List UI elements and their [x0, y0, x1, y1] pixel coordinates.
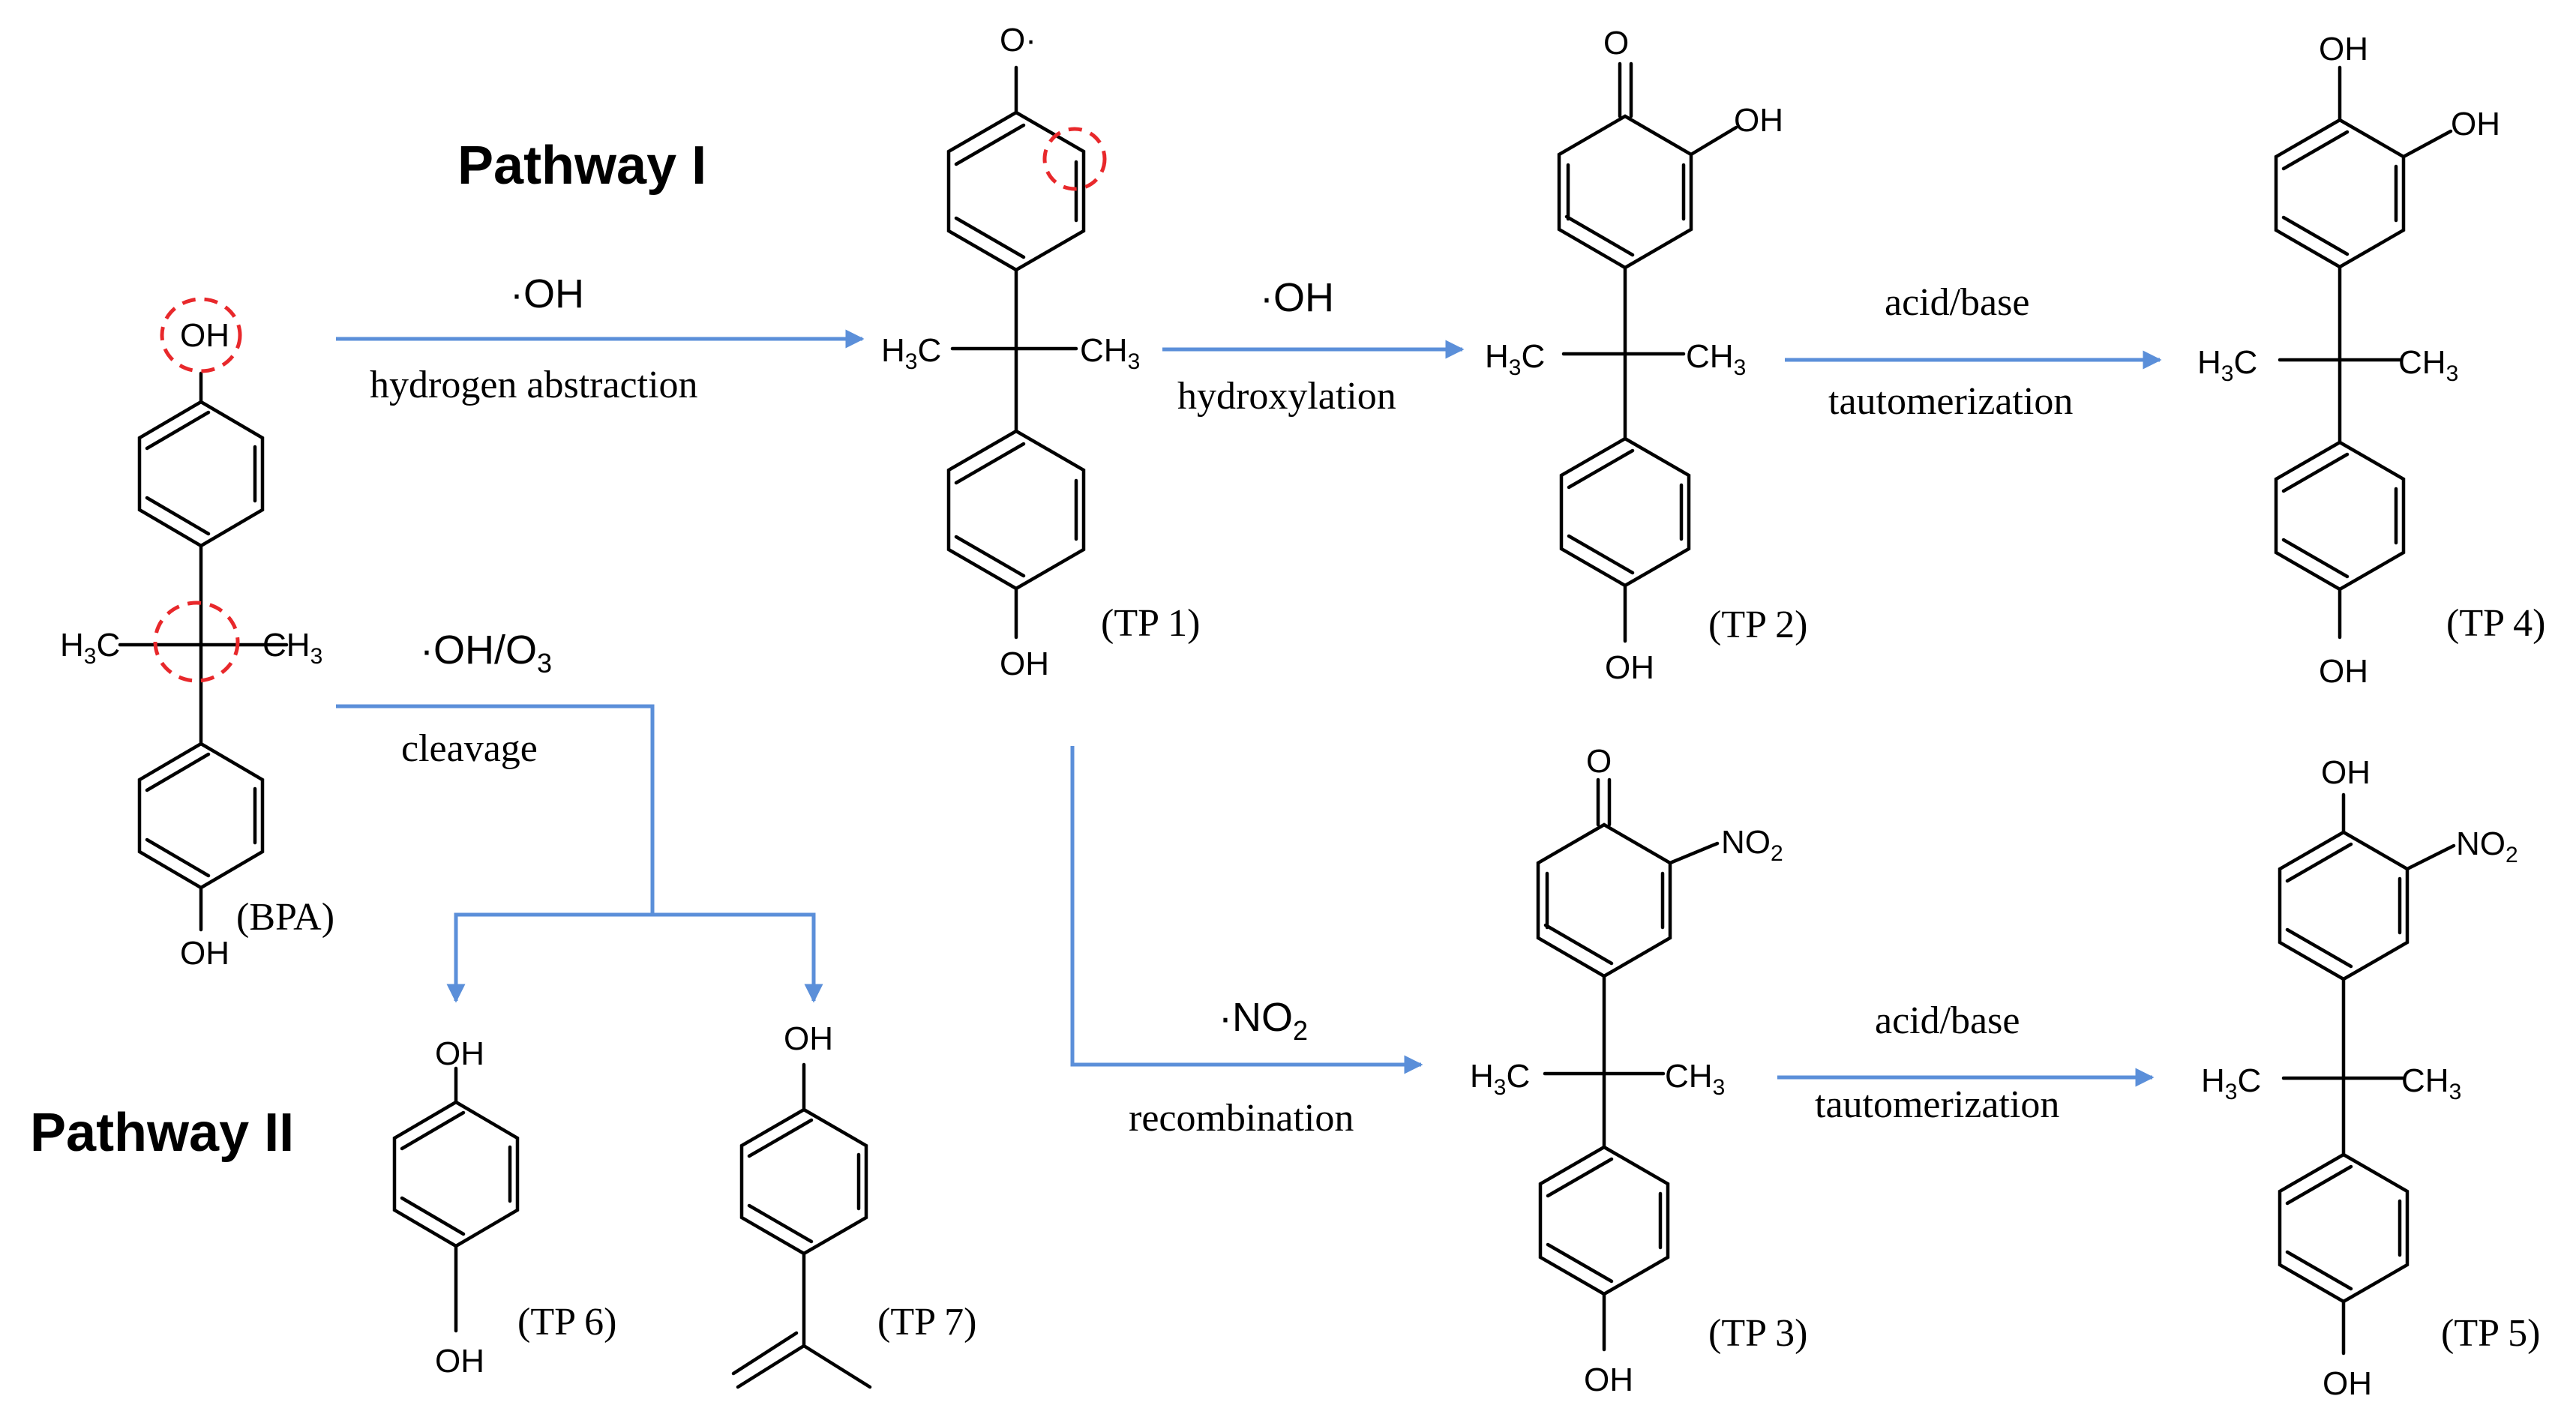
- arrow-cleavage-to-tp6: [446, 912, 652, 1003]
- tp6-top-oh: OH: [435, 1035, 484, 1072]
- r1-reagent: ·OH: [510, 271, 584, 316]
- bpa-left-methyl: H3C: [60, 627, 120, 669]
- tp2-left-methyl: H3C: [1485, 338, 1545, 380]
- arrow-cleavage-to-tp7: [652, 912, 823, 1003]
- tp1-right-methyl: CH3: [1080, 332, 1140, 374]
- pathway-i-heading: Pathway I: [457, 136, 706, 196]
- bpa-right-methyl: CH3: [262, 627, 322, 669]
- tp6-bottom-oh: OH: [435, 1343, 484, 1380]
- tp5-nitro: NO2: [2456, 825, 2518, 867]
- molecule-bpa: OH OH H3C CH3 (BPA): [60, 297, 334, 972]
- tp1-ortho-site-marker: [1042, 127, 1107, 191]
- tp5-bottom-oh: OH: [2323, 1365, 2372, 1402]
- tp1-label: (TP 1): [1101, 602, 1200, 645]
- tp2-right-methyl: CH3: [1686, 338, 1746, 380]
- molecule-tp5: OH NO2 H3C CH3 OH (TP 5): [2201, 754, 2540, 1402]
- r6-reagent: acid/base: [1875, 999, 2020, 1042]
- bpa-top-oh: OH: [180, 317, 229, 354]
- tp7-label: (TP 7): [877, 1301, 976, 1344]
- r5-reagent: ·NO2: [1219, 995, 1308, 1046]
- r6-process: tautomerization: [1815, 1083, 2059, 1126]
- tp1-bottom-oh: OH: [1000, 646, 1049, 682]
- tp1-oxy-radical: O·: [1000, 22, 1036, 58]
- molecule-tp6: OH OH (TP 6): [392, 1035, 616, 1380]
- reaction-arrows: [336, 329, 2162, 1087]
- r4-reagent: ·OH/O3: [420, 628, 552, 679]
- r3-process: tautomerization: [1828, 380, 2073, 423]
- r4-process: cleavage: [401, 727, 538, 770]
- molecule-tp2: O OH H3C CH3 OH (TP 2): [1485, 25, 1807, 686]
- tp6-label: (TP 6): [517, 1301, 616, 1344]
- r1-process: hydrogen abstraction: [370, 364, 698, 406]
- tp7-top-oh: OH: [784, 1020, 833, 1057]
- tp2-label: (TP 2): [1708, 604, 1807, 646]
- bpa-central-carbon-site-marker: [153, 601, 240, 683]
- tp3-nitro: NO2: [1721, 824, 1783, 866]
- bpa-bottom-oh: OH: [180, 935, 229, 972]
- r5-process: recombination: [1129, 1097, 1354, 1140]
- molecule-tp1: O· H3C CH3 OH (TP 1): [881, 22, 1200, 682]
- tp3-left-methyl: H3C: [1470, 1058, 1530, 1100]
- r2-reagent: ·OH: [1260, 275, 1334, 320]
- tp3-right-methyl: CH3: [1665, 1058, 1725, 1100]
- tp4-label: (TP 4): [2446, 602, 2545, 645]
- bpa-label: (BPA): [236, 896, 334, 939]
- arrow-bpa-cleavage-trunk: [336, 704, 655, 915]
- tp4-meta-oh: OH: [2451, 106, 2500, 142]
- tp5-label: (TP 5): [2441, 1312, 2540, 1355]
- tp3-bottom-oh: OH: [1584, 1362, 1633, 1398]
- molecule-tp7: OH (TP 7): [731, 1020, 976, 1389]
- tp4-bottom-oh: OH: [2319, 653, 2368, 690]
- reaction-labels: ·OH hydrogen abstraction ·OH hydroxylati…: [370, 271, 2073, 1140]
- tp5-top-oh: OH: [2321, 754, 2371, 791]
- tp3-label: (TP 3): [1708, 1312, 1807, 1355]
- tp2-bottom-oh: OH: [1605, 649, 1654, 686]
- tp4-left-methyl: H3C: [2197, 344, 2257, 386]
- tp5-left-methyl: H3C: [2201, 1062, 2261, 1104]
- tp4-top-oh: OH: [2319, 31, 2368, 67]
- bpa-oh-site-marker: [160, 297, 242, 373]
- tp3-carbonyl-o: O: [1586, 743, 1612, 780]
- tp4-right-methyl: CH3: [2398, 344, 2458, 386]
- molecule-tp4: OH OH H3C CH3 OH (TP 4): [2197, 31, 2545, 690]
- tp2-carbonyl-o: O: [1603, 25, 1629, 61]
- tp2-oh: OH: [1734, 102, 1783, 139]
- tp5-right-methyl: CH3: [2401, 1062, 2461, 1104]
- arrow-tp1-to-tp3: [1070, 746, 1423, 1074]
- r2-process: hydroxylation: [1177, 375, 1396, 418]
- r3-reagent: acid/base: [1885, 281, 2029, 324]
- tp1-left-methyl: H3C: [881, 332, 941, 374]
- pathway-ii-heading: Pathway II: [30, 1103, 294, 1163]
- molecule-tp3: O NO2 H3C CH3 OH (TP 3): [1470, 743, 1807, 1398]
